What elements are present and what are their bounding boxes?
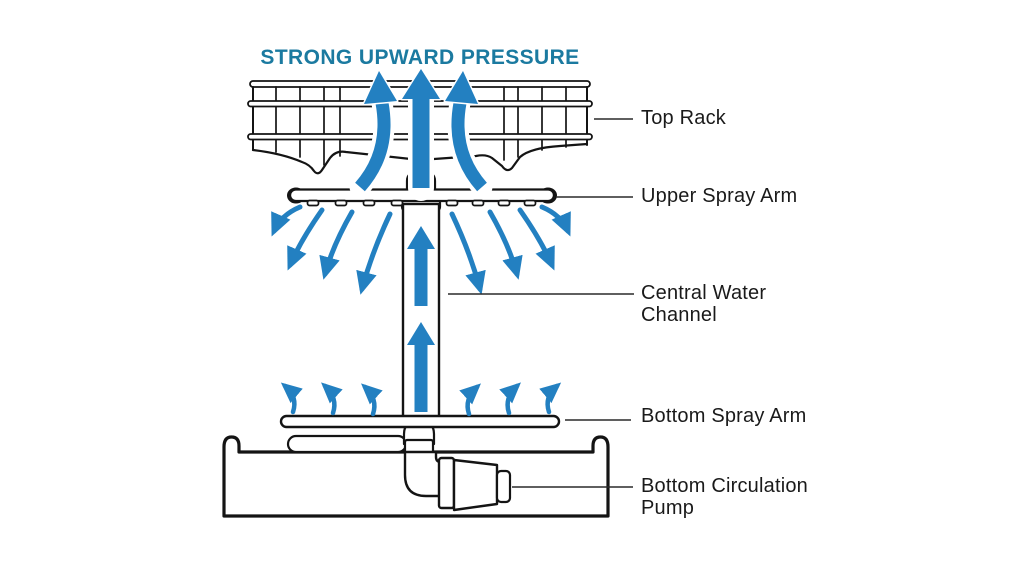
channel-flow-arrows — [407, 226, 435, 412]
upper-arm-spray-arrows — [271, 204, 571, 295]
label-bottom-spray-arm: Bottom Spray Arm — [641, 405, 807, 427]
bottom-spray-arm-illustration — [279, 414, 561, 429]
label-bottom-circulation-pump: Bottom Circulation Pump — [641, 475, 808, 519]
circulation-pump-illustration — [286, 419, 512, 512]
upward-pressure-arrows — [349, 67, 493, 201]
leader-lines — [448, 118, 634, 488]
label-upper-spray-arm: Upper Spray Arm — [641, 185, 798, 207]
label-central-water-channel: Central Water Channel — [641, 282, 767, 326]
diagram-title: STRONG UPWARD PRESSURE — [260, 46, 580, 69]
label-top-rack: Top Rack — [641, 107, 726, 129]
bottom-arm-spray-arrows — [280, 382, 562, 417]
